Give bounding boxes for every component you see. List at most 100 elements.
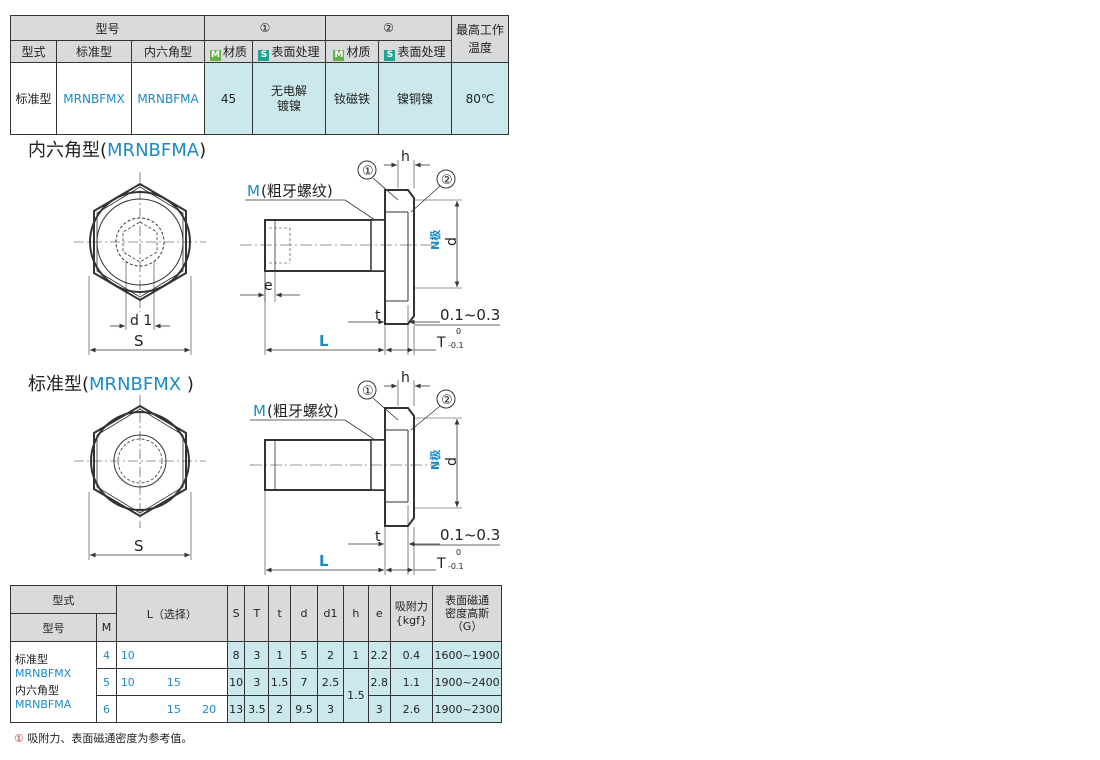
dim-row-T: 3.5 [244,695,270,723]
dim-head-d: d [290,585,319,642]
dim-row-l1: 10 [115,668,157,696]
standard-front-view [74,395,206,560]
technical-drawings: d 1 S [74,149,500,575]
dim-row-l1: 10 [115,641,157,669]
t-lower-tol: -0.1 [448,341,464,350]
gap-label-standard: 0.1~0.3 [440,526,500,544]
note-marker-icon: ① [14,732,24,745]
dim-head-T: T [244,585,270,642]
dimension-table: 型式 L（选择） S T t d d1 h e 吸附力 {kgf} 表面磁通 密… [9,585,502,723]
dim-head-model: 型号 [9,613,98,642]
dim-row-m: 4 [96,641,117,669]
callout-2-standard: ② [441,393,453,408]
d1-label: d 1 [130,313,152,329]
spec-row-surface-1: 无电解 镀镍 [252,62,326,135]
hex-side-view [240,160,500,355]
dim-row-d: 5 [290,641,319,669]
t-upper-tol: 0 [456,327,461,336]
dim-head-l: L（选择） [115,585,228,642]
spec-row-standard-code: MRNBFMX [56,62,132,135]
dim-row-s: 13 [226,695,246,723]
t-label: t [375,308,381,324]
l-label: L [319,332,329,350]
dim-row-d1: 2.5 [317,668,344,696]
spec-row-surface-2: 镍铜镍 [378,62,452,135]
spec-row-type: 标准型 [10,62,57,135]
dim-row-density: 1900~2400 [432,668,502,696]
h-label: h [401,149,410,165]
spec-col-type: 型式 [10,40,57,63]
dim-row-d: 7 [290,668,319,696]
gap-label: 0.1~0.3 [440,306,500,324]
dim-row-l3 [191,641,228,669]
e-label: e [264,278,273,294]
t-label-standard: t [375,529,381,545]
standard-type-heading: 标准型(MRNBFMX ) [28,374,194,395]
h-label-standard: h [401,370,410,386]
d-label: d [444,237,460,246]
dim-row-T: 3 [244,668,270,696]
spec-col-hex: 内六角型 [131,40,205,63]
dim-row-d1: 3 [317,695,344,723]
dim-head-e: e [367,585,391,642]
spec-row-material-1: 45 [204,62,253,135]
dim-row-e: 3 [367,695,391,723]
dim-row-h: 1 [342,641,369,669]
callout-1-standard: ① [362,384,374,399]
dim-row-e: 2.2 [367,641,391,669]
surface-tag-icon: S [384,49,396,61]
dim-row-s: 10 [226,668,246,696]
dim-head-density: 表面磁通 密度高斯 （G） [432,585,502,642]
m-letter-standard: M [253,402,266,420]
dim-row-density: 1600~1900 [432,641,502,669]
dim-row-s: 8 [226,641,246,669]
material-tag-icon: M [333,49,345,61]
standard-side-view [250,380,500,575]
dim-head-force: 吸附力 {kgf} [389,585,434,642]
s-label: S [134,332,144,350]
dim-row-d1: 2 [317,641,344,669]
dim-row-force: 2.6 [389,695,434,723]
d-label-standard: d [444,457,460,466]
spec-col-standard: 标准型 [56,40,132,63]
spec-group-model: 型号 [10,15,205,41]
t-lower-tol-standard: -0.1 [448,562,464,571]
spec-row-hex-code: MRNBFMA [131,62,205,135]
dim-row-force: 1.1 [389,668,434,696]
dim-row-l3 [191,668,228,696]
dim-row-l1 [115,695,157,723]
callout-2: ② [441,173,453,188]
dim-row-l2 [156,641,192,669]
hex-type-heading: 内六角型(MRNBFMA) [28,140,207,161]
dim-row-t: 2 [268,695,292,723]
t-cap-label-standard: T [436,556,446,572]
t-upper-tol-standard: 0 [456,548,461,557]
dim-row-e: 2.8 [367,668,391,696]
dim-row-l2: 15 [156,695,192,723]
dim-head-m: M [96,613,117,642]
dim-row-density: 1900~2300 [432,695,502,723]
dim-row-d: 9.5 [290,695,319,723]
surface-tag-icon: S [258,49,270,61]
dim-row-m: 6 [96,695,117,723]
m-letter: M [247,182,260,200]
t-cap-label: T [436,335,446,351]
dim-row-l3: 20 [191,695,228,723]
dim-head-t: t [268,585,292,642]
dim-head-d1: d1 [317,585,344,642]
callout-1: ① [362,164,374,179]
l-label-standard: L [319,552,329,570]
m-thread-label: (粗牙螺纹) [261,182,333,200]
dim-head-s: S [226,585,246,642]
m-thread-label-standard: (粗牙螺纹) [267,402,339,420]
dim-head-h: h [342,585,369,642]
note-text: 吸附力、表面磁通密度为参考值。 [27,732,193,745]
spec-max-temp: 最高工作 温度 [451,15,509,63]
dim-row-T: 3 [244,641,270,669]
reference-note: ① 吸附力、表面磁通密度为参考值。 [14,730,192,746]
dim-row-force: 0.4 [389,641,434,669]
n-pole-label: N极 [428,229,442,250]
